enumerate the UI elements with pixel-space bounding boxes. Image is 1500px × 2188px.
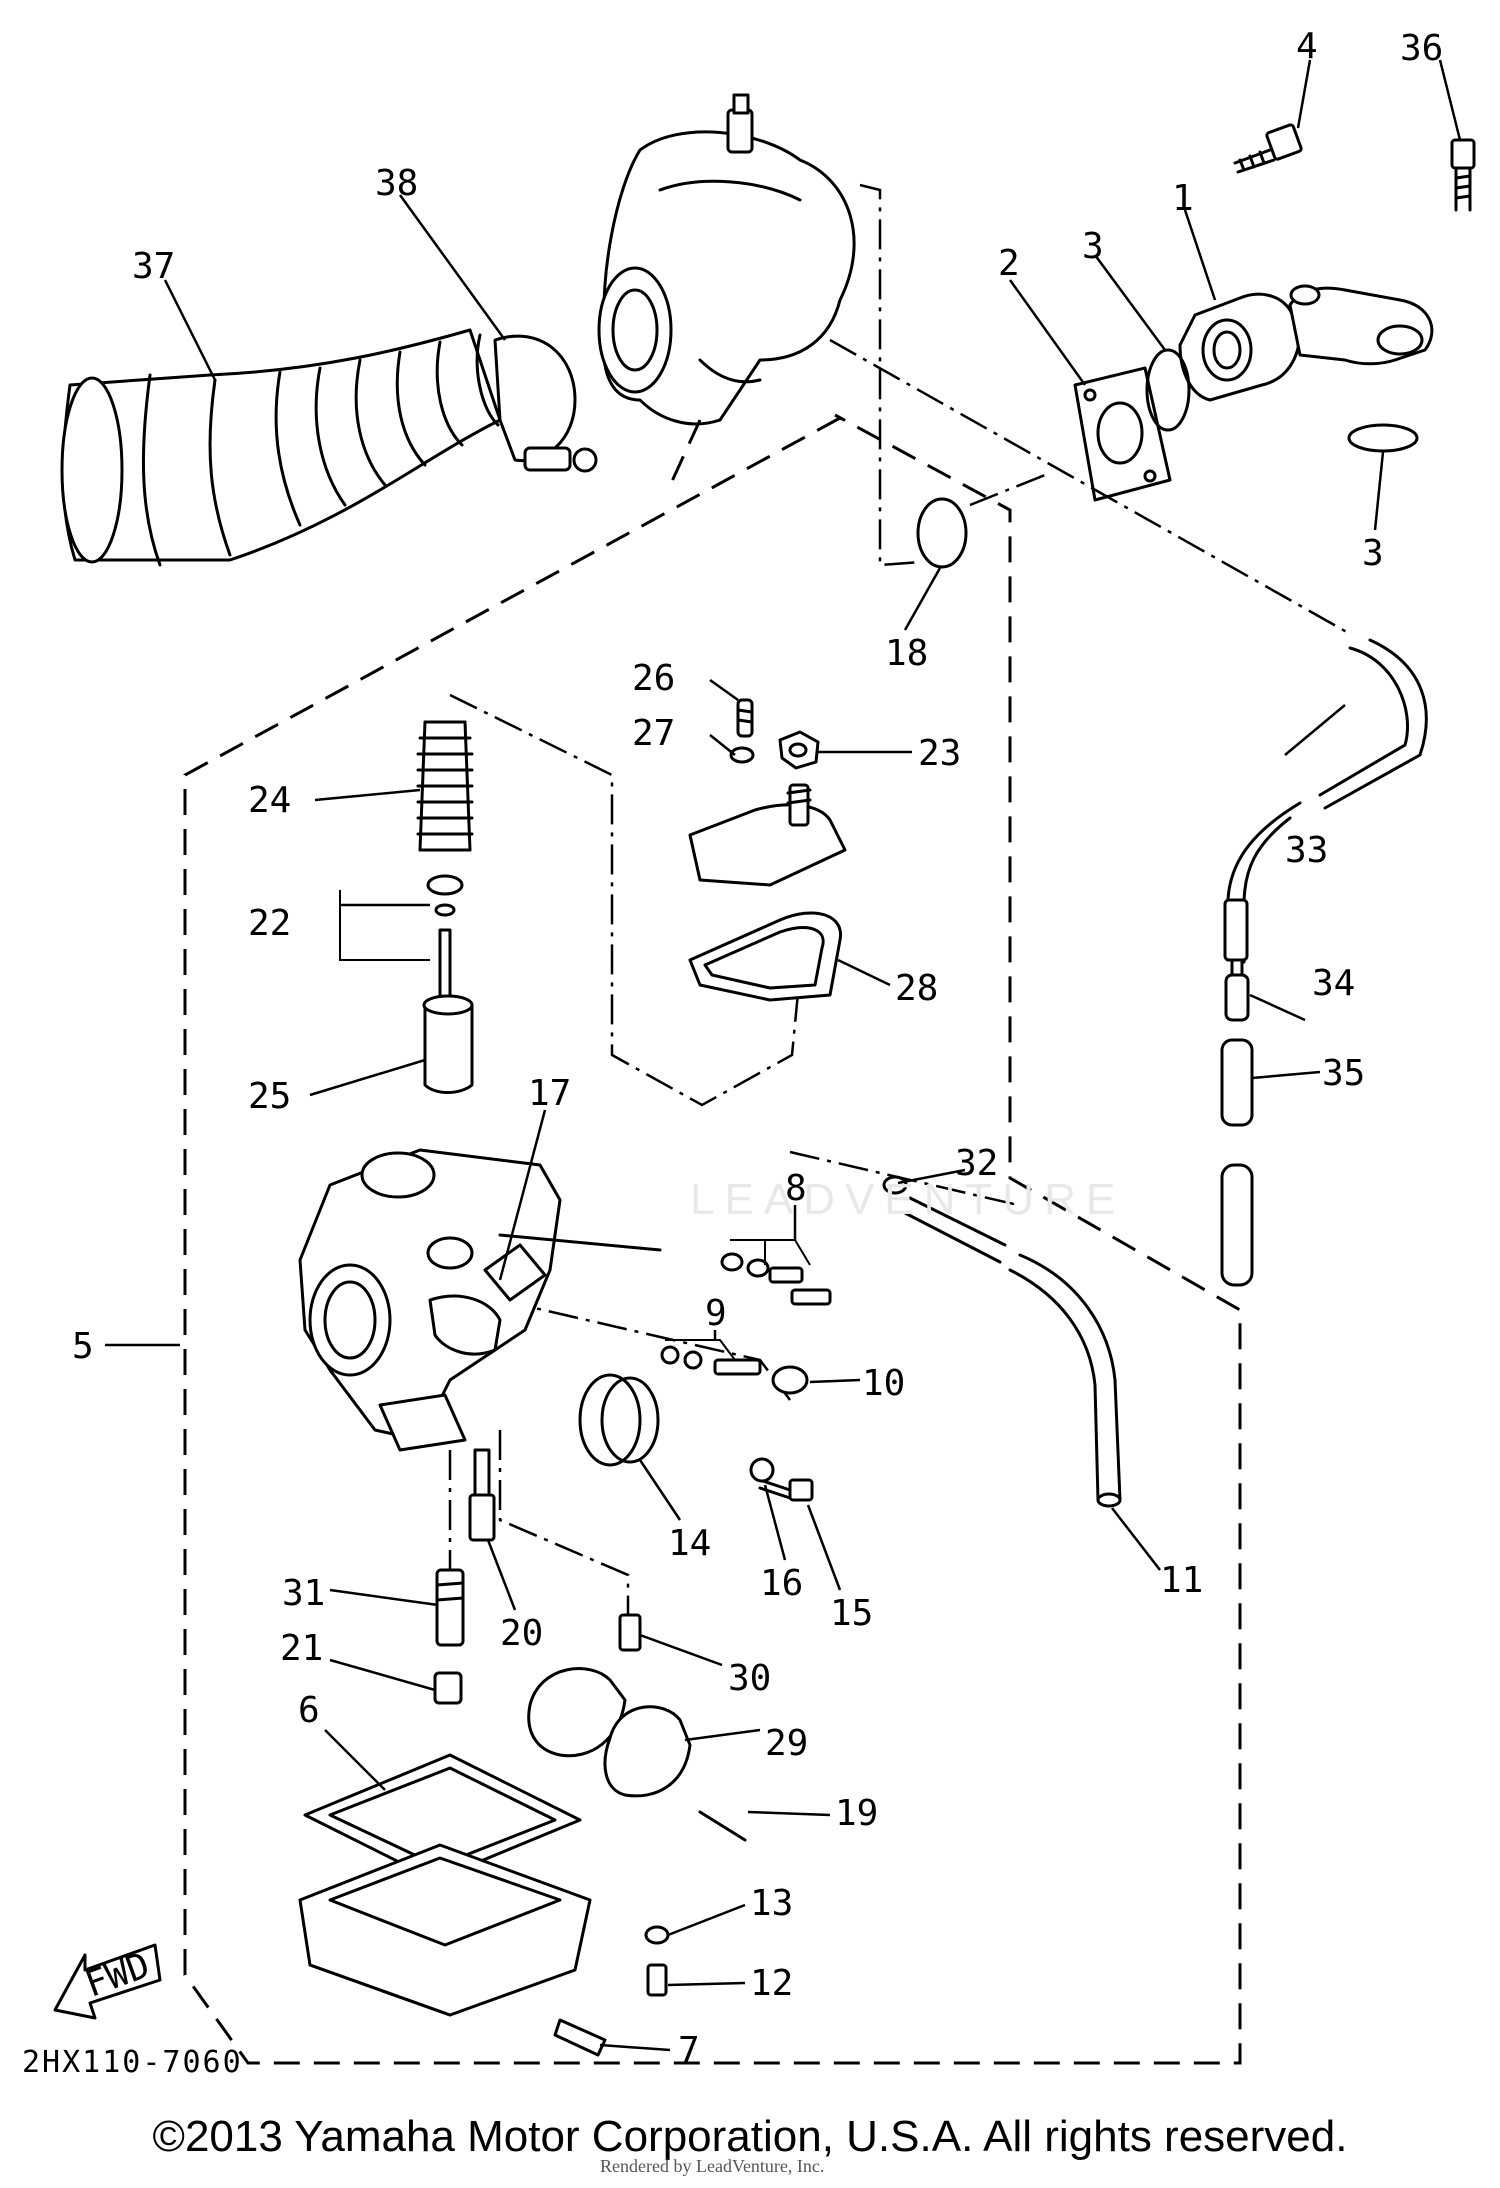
- carburetor-top-body: [597, 93, 856, 426]
- callout-5: 5: [72, 1326, 94, 1367]
- callout-17: 17: [528, 1073, 571, 1114]
- callout-36: 36: [1400, 28, 1443, 69]
- needle-jet-part-20: [468, 1448, 496, 1542]
- needle-set-part-22: [426, 874, 464, 1002]
- cover-part-14: [578, 1373, 660, 1467]
- callout-1: 1: [1172, 178, 1194, 219]
- carburetor-cap: [688, 783, 847, 887]
- callout-33: 33: [1285, 830, 1328, 871]
- float-chamber-bowl: [298, 1843, 592, 2017]
- callout-37: 37: [132, 246, 175, 287]
- callout-28: 28: [895, 968, 938, 1009]
- main-jet-part-21: [433, 1671, 463, 1705]
- copyright-notice: ©2013 Yamaha Motor Corporation, U.S.A. A…: [152, 2112, 1348, 2161]
- callout-2: 2: [998, 243, 1020, 284]
- callout-14: 14: [668, 1523, 711, 1564]
- throttle-spring-part-24: [416, 720, 474, 852]
- callout-numbers: 1 2 3 3 4 5 6 7 8 9 10 11 12 13 14 15 16…: [72, 26, 1443, 2071]
- callout-9: 9: [705, 1293, 727, 1334]
- callout-29: 29: [765, 1723, 808, 1764]
- nut-part-23: [778, 730, 820, 770]
- intake-manifold-joint: [1178, 284, 1434, 402]
- hose-clip-part-32: [882, 1175, 908, 1195]
- main-nozzle-part-31: [435, 1568, 465, 1647]
- callout-13: 13: [750, 1883, 793, 1924]
- air-intake-hose: [60, 328, 502, 567]
- callout-31: 31: [282, 1573, 325, 1614]
- callout-24: 24: [248, 780, 291, 821]
- callout-4: 4: [1296, 26, 1318, 67]
- callout-34: 34: [1312, 963, 1355, 1004]
- callout-7: 7: [678, 2030, 700, 2071]
- callout-38: 38: [375, 163, 418, 204]
- callout-26: 26: [632, 658, 675, 699]
- callout-25: 25: [248, 1076, 291, 1117]
- callout-12: 12: [750, 1963, 793, 2004]
- callout-20: 20: [500, 1613, 543, 1654]
- rendered-by-notice: Rendered by LeadVenture, Inc.: [600, 2156, 825, 2176]
- float-chamber-gasket-part-6: [303, 1753, 582, 1882]
- screw-part-12: [646, 1963, 668, 1997]
- callout-15: 15: [830, 1593, 873, 1634]
- screw-set-part-8: [720, 1252, 832, 1306]
- washer-part-16: [749, 1457, 775, 1483]
- assembly-boundary-line: [183, 413, 1242, 2065]
- pilot-jet-part-30: [618, 1613, 642, 1652]
- leadventure-watermark: LEADVENTURE: [690, 1175, 1126, 1224]
- hose-clamp: [493, 334, 598, 473]
- callout-23: 23: [918, 733, 961, 774]
- bolt-part-4: [1233, 123, 1303, 174]
- leader-lines: [105, 59, 1462, 2052]
- pilot-screw-set-part-9: [660, 1345, 762, 1376]
- callout-32: 32: [955, 1143, 998, 1184]
- carburetor-main-body: [298, 1148, 662, 1452]
- callout-10: 10: [862, 1363, 905, 1404]
- callout-19: 19: [835, 1793, 878, 1834]
- callout-35: 35: [1322, 1053, 1365, 1094]
- callout-21: 21: [280, 1628, 323, 1669]
- float-part-29: [527, 1667, 692, 1798]
- callout-27: 27: [632, 713, 675, 754]
- drain-screw-part-7: [553, 2018, 607, 2057]
- callout-16: 16: [760, 1563, 803, 1604]
- hose-part-35: [1220, 1038, 1254, 1287]
- plug-part-10: [771, 1365, 809, 1395]
- fwd-label: FWD: [80, 1945, 155, 2006]
- cap-gasket-part-28: [688, 911, 842, 1002]
- fwd-direction-arrow: [53, 1943, 162, 2020]
- screw-part-26: [736, 698, 754, 738]
- washer-part-27: [729, 746, 755, 764]
- o-ring-part-3-upper: [1145, 348, 1191, 432]
- float-pin-part-19: [698, 1810, 747, 1842]
- gasket-part-18: [916, 497, 968, 569]
- o-ring-part-3-lower: [1347, 423, 1419, 453]
- callout-3-upper: 3: [1082, 226, 1104, 267]
- callout-30: 30: [728, 1658, 771, 1699]
- gasket-part-2: [1073, 366, 1172, 502]
- callout-3-lower: 3: [1362, 533, 1384, 574]
- diagram-part-code: 2HX110-7060: [22, 2045, 243, 2080]
- screw-part-15: [758, 1478, 814, 1502]
- throttle-valve-part-25: [422, 994, 474, 1094]
- callout-11: 11: [1160, 1560, 1203, 1601]
- hose-joint-part-34: [1224, 958, 1250, 1022]
- callout-18: 18: [885, 633, 928, 674]
- washer-part-13: [644, 1925, 670, 1945]
- bolt-part-36: [1450, 138, 1476, 212]
- callout-6: 6: [298, 1690, 320, 1731]
- vent-hose-part-11: [903, 1196, 1122, 1508]
- callout-22: 22: [248, 903, 291, 944]
- callout-8: 8: [785, 1168, 807, 1209]
- fuel-hose-part-33: [1223, 638, 1428, 964]
